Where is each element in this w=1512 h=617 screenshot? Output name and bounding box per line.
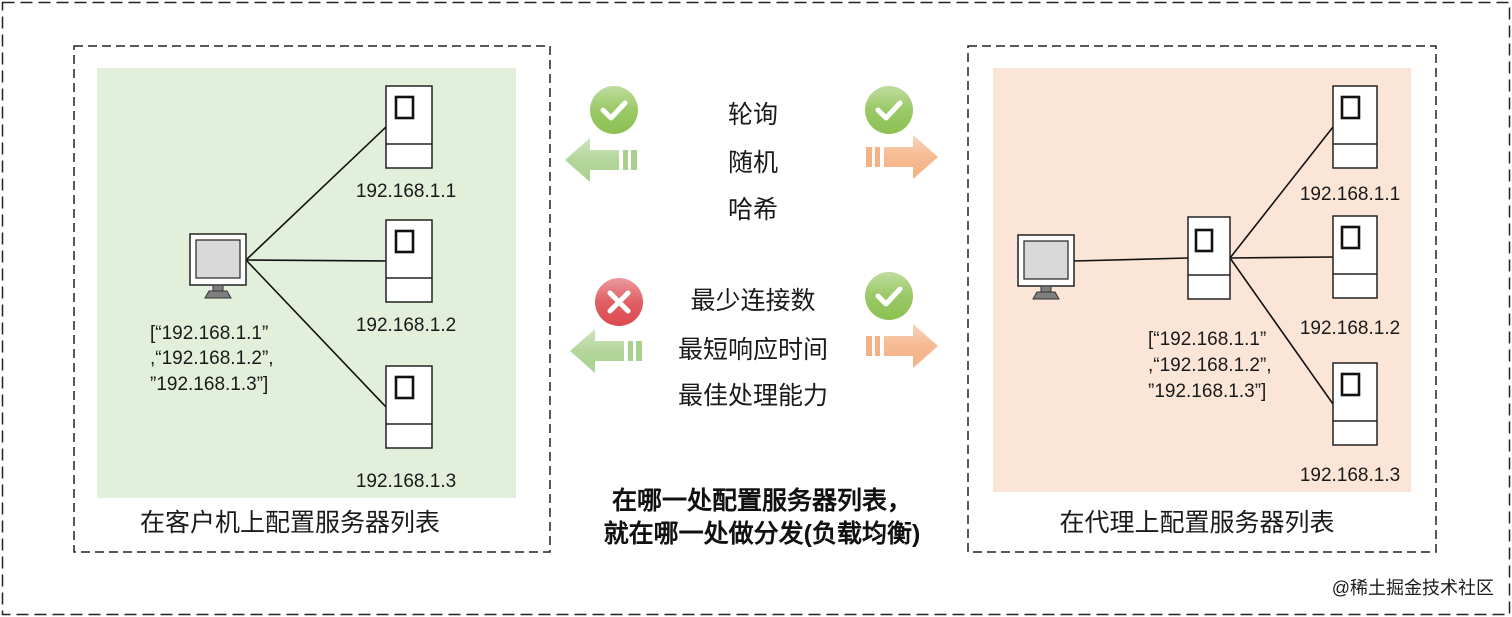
server-ip-label: 192.168.1.1 bbox=[1300, 184, 1400, 205]
watermark: @稀土掘金技术社区 bbox=[1332, 578, 1494, 598]
left-arrow-icon bbox=[565, 138, 637, 182]
arrow-stripe bbox=[875, 336, 880, 356]
server-icon bbox=[1332, 362, 1378, 446]
arrow-shine bbox=[884, 324, 938, 368]
monitor-screen bbox=[1023, 240, 1069, 280]
icon-shine bbox=[590, 86, 638, 134]
server-ip-label: 192.168.1.2 bbox=[356, 315, 456, 336]
connection-line bbox=[1229, 256, 1334, 259]
monitor-stand bbox=[1040, 285, 1052, 293]
server-ip-label: 192.168.1.1 bbox=[356, 181, 456, 202]
check-circle-icon bbox=[865, 272, 913, 320]
server-ip-label: 192.168.1.2 bbox=[1300, 318, 1400, 339]
arrow-stripe bbox=[866, 147, 872, 167]
client-panel-background bbox=[97, 68, 516, 498]
cross-mark bbox=[607, 290, 631, 314]
icon-shine bbox=[865, 272, 913, 320]
connection-line bbox=[245, 259, 387, 408]
client-config-caption: 在客户机上配置服务器列表 bbox=[140, 509, 440, 537]
strategy-item: 最短响应时间 bbox=[678, 336, 828, 364]
arrow-stripe bbox=[628, 341, 633, 361]
server-icon bbox=[1332, 85, 1378, 169]
monitor-stand bbox=[212, 284, 224, 292]
server-indicator bbox=[394, 229, 415, 254]
proxy-config-caption: 在代理上配置服务器列表 bbox=[1059, 509, 1334, 537]
check-mark bbox=[875, 100, 903, 121]
monitor-base bbox=[1032, 291, 1060, 300]
strategy-group-basic: 轮询 随机 哈希 bbox=[565, 86, 938, 224]
server-indicator bbox=[1340, 225, 1361, 250]
server-icon bbox=[385, 85, 433, 169]
monitor-screen bbox=[195, 239, 241, 279]
icon-shine bbox=[865, 86, 913, 134]
left-arrow-icon bbox=[570, 329, 642, 373]
client-monitor-icon bbox=[189, 233, 247, 299]
strategy-group-advanced: 最少连接数 最短响应时间 最佳处理能力 bbox=[570, 272, 938, 410]
server-list-line: [“192.168.1.1” bbox=[150, 323, 268, 344]
right-arrow-icon bbox=[866, 135, 938, 179]
cross-circle-icon bbox=[595, 278, 643, 326]
strategy-item: 轮询 bbox=[728, 101, 778, 129]
server-indicator bbox=[1194, 228, 1214, 253]
connection-line bbox=[1229, 126, 1334, 259]
arrow-shine bbox=[570, 329, 624, 373]
load-balancing-strategies: 轮询 随机 哈希 bbox=[565, 86, 938, 548]
check-mark bbox=[875, 286, 903, 307]
client-config-box bbox=[73, 45, 551, 553]
monitor-base bbox=[204, 290, 232, 299]
server-list-line: ”192.168.1.3”] bbox=[1148, 381, 1266, 402]
server-list-line: ,“192.168.1.2”, bbox=[1148, 355, 1272, 376]
server-icon bbox=[385, 219, 433, 303]
check-mark bbox=[600, 100, 628, 121]
proxy-config-box bbox=[967, 45, 1437, 553]
conclusion-line: 就在哪一处做分发(负载均衡) bbox=[604, 519, 921, 548]
conclusion-line: 在哪一处配置服务器列表， bbox=[612, 487, 912, 515]
proxy-config-section: 192.168.1.1 192.168.1.2 192.168.1.3 [“19… bbox=[967, 45, 1437, 553]
arrow-stripe bbox=[631, 150, 637, 170]
proxy-server-icon bbox=[1187, 216, 1231, 300]
connection-line bbox=[1229, 257, 1334, 405]
check-circle-icon bbox=[590, 86, 638, 134]
arrow-stripe bbox=[636, 341, 642, 361]
server-list-line: ,“192.168.1.2”, bbox=[150, 348, 274, 369]
server-indicator bbox=[394, 95, 415, 120]
connection-line bbox=[245, 126, 387, 261]
server-indicator bbox=[1340, 95, 1361, 120]
server-icon bbox=[385, 365, 433, 449]
server-indicator bbox=[394, 375, 415, 400]
arrow-stripe bbox=[866, 336, 872, 356]
arrow-stripe bbox=[623, 150, 628, 170]
arrow-shine bbox=[884, 135, 938, 179]
strategy-item: 随机 bbox=[728, 149, 778, 177]
connection-line bbox=[1073, 257, 1189, 262]
check-circle-icon bbox=[865, 86, 913, 134]
right-arrow-icon bbox=[866, 324, 938, 368]
strategy-item: 哈希 bbox=[728, 196, 778, 224]
connection-line bbox=[245, 259, 387, 262]
server-indicator bbox=[1340, 372, 1361, 397]
strategy-item: 最佳处理能力 bbox=[678, 382, 828, 410]
server-list-line: [“192.168.1.1” bbox=[1148, 329, 1266, 350]
server-icon bbox=[1332, 215, 1378, 299]
arrow-stripe bbox=[875, 147, 880, 167]
proxy-client-monitor-icon bbox=[1017, 234, 1075, 300]
server-list-line: ”192.168.1.3”] bbox=[150, 374, 268, 395]
server-ip-label: 192.168.1.3 bbox=[1300, 465, 1400, 486]
server-ip-label: 192.168.1.3 bbox=[356, 471, 456, 492]
arrow-shine bbox=[565, 138, 619, 182]
strategy-item: 最少连接数 bbox=[690, 287, 815, 315]
client-config-section: 192.168.1.1 192.168.1.2 192.168.1.3 [“19… bbox=[73, 45, 551, 553]
